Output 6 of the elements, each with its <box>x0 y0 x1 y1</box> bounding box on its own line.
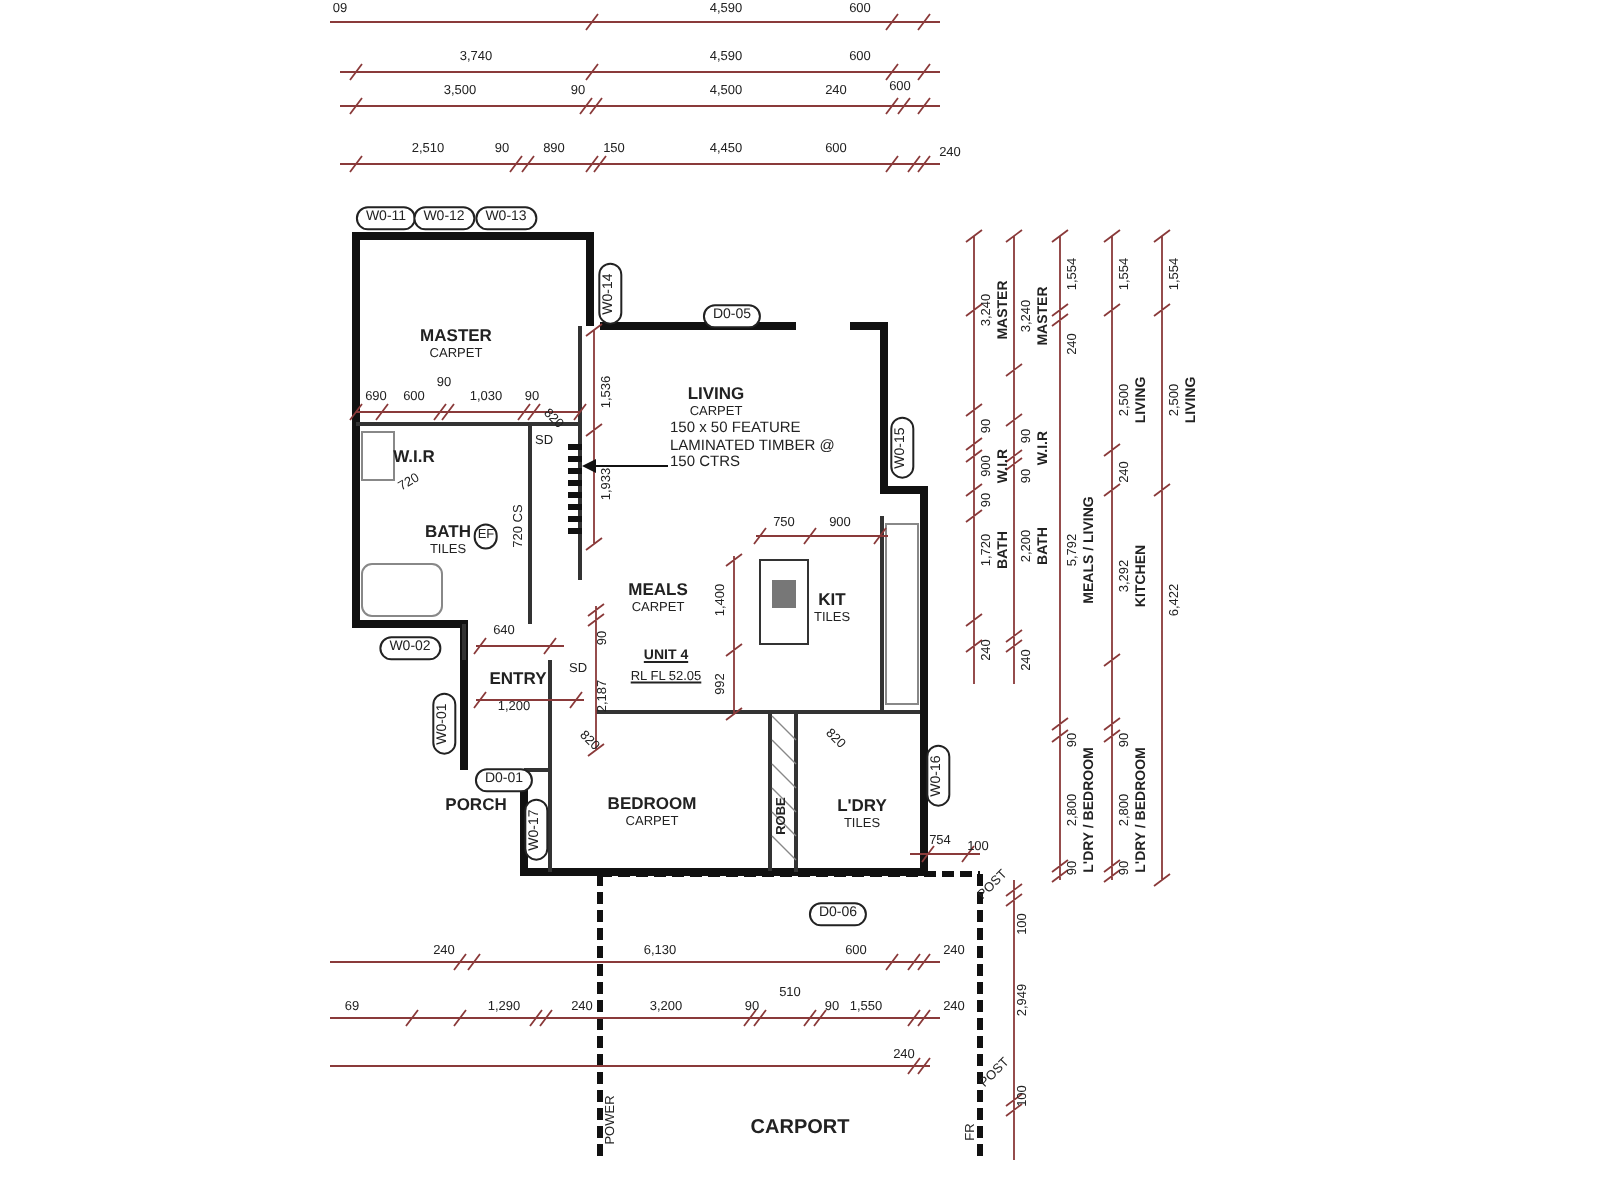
timber-battens <box>568 444 582 534</box>
room-label: PORCH <box>445 796 507 816</box>
leader-line <box>582 459 669 473</box>
room-label: ENTRY <box>489 670 547 690</box>
room-label: CARPORT <box>750 1116 850 1140</box>
room-label: W.I.R <box>393 448 435 468</box>
